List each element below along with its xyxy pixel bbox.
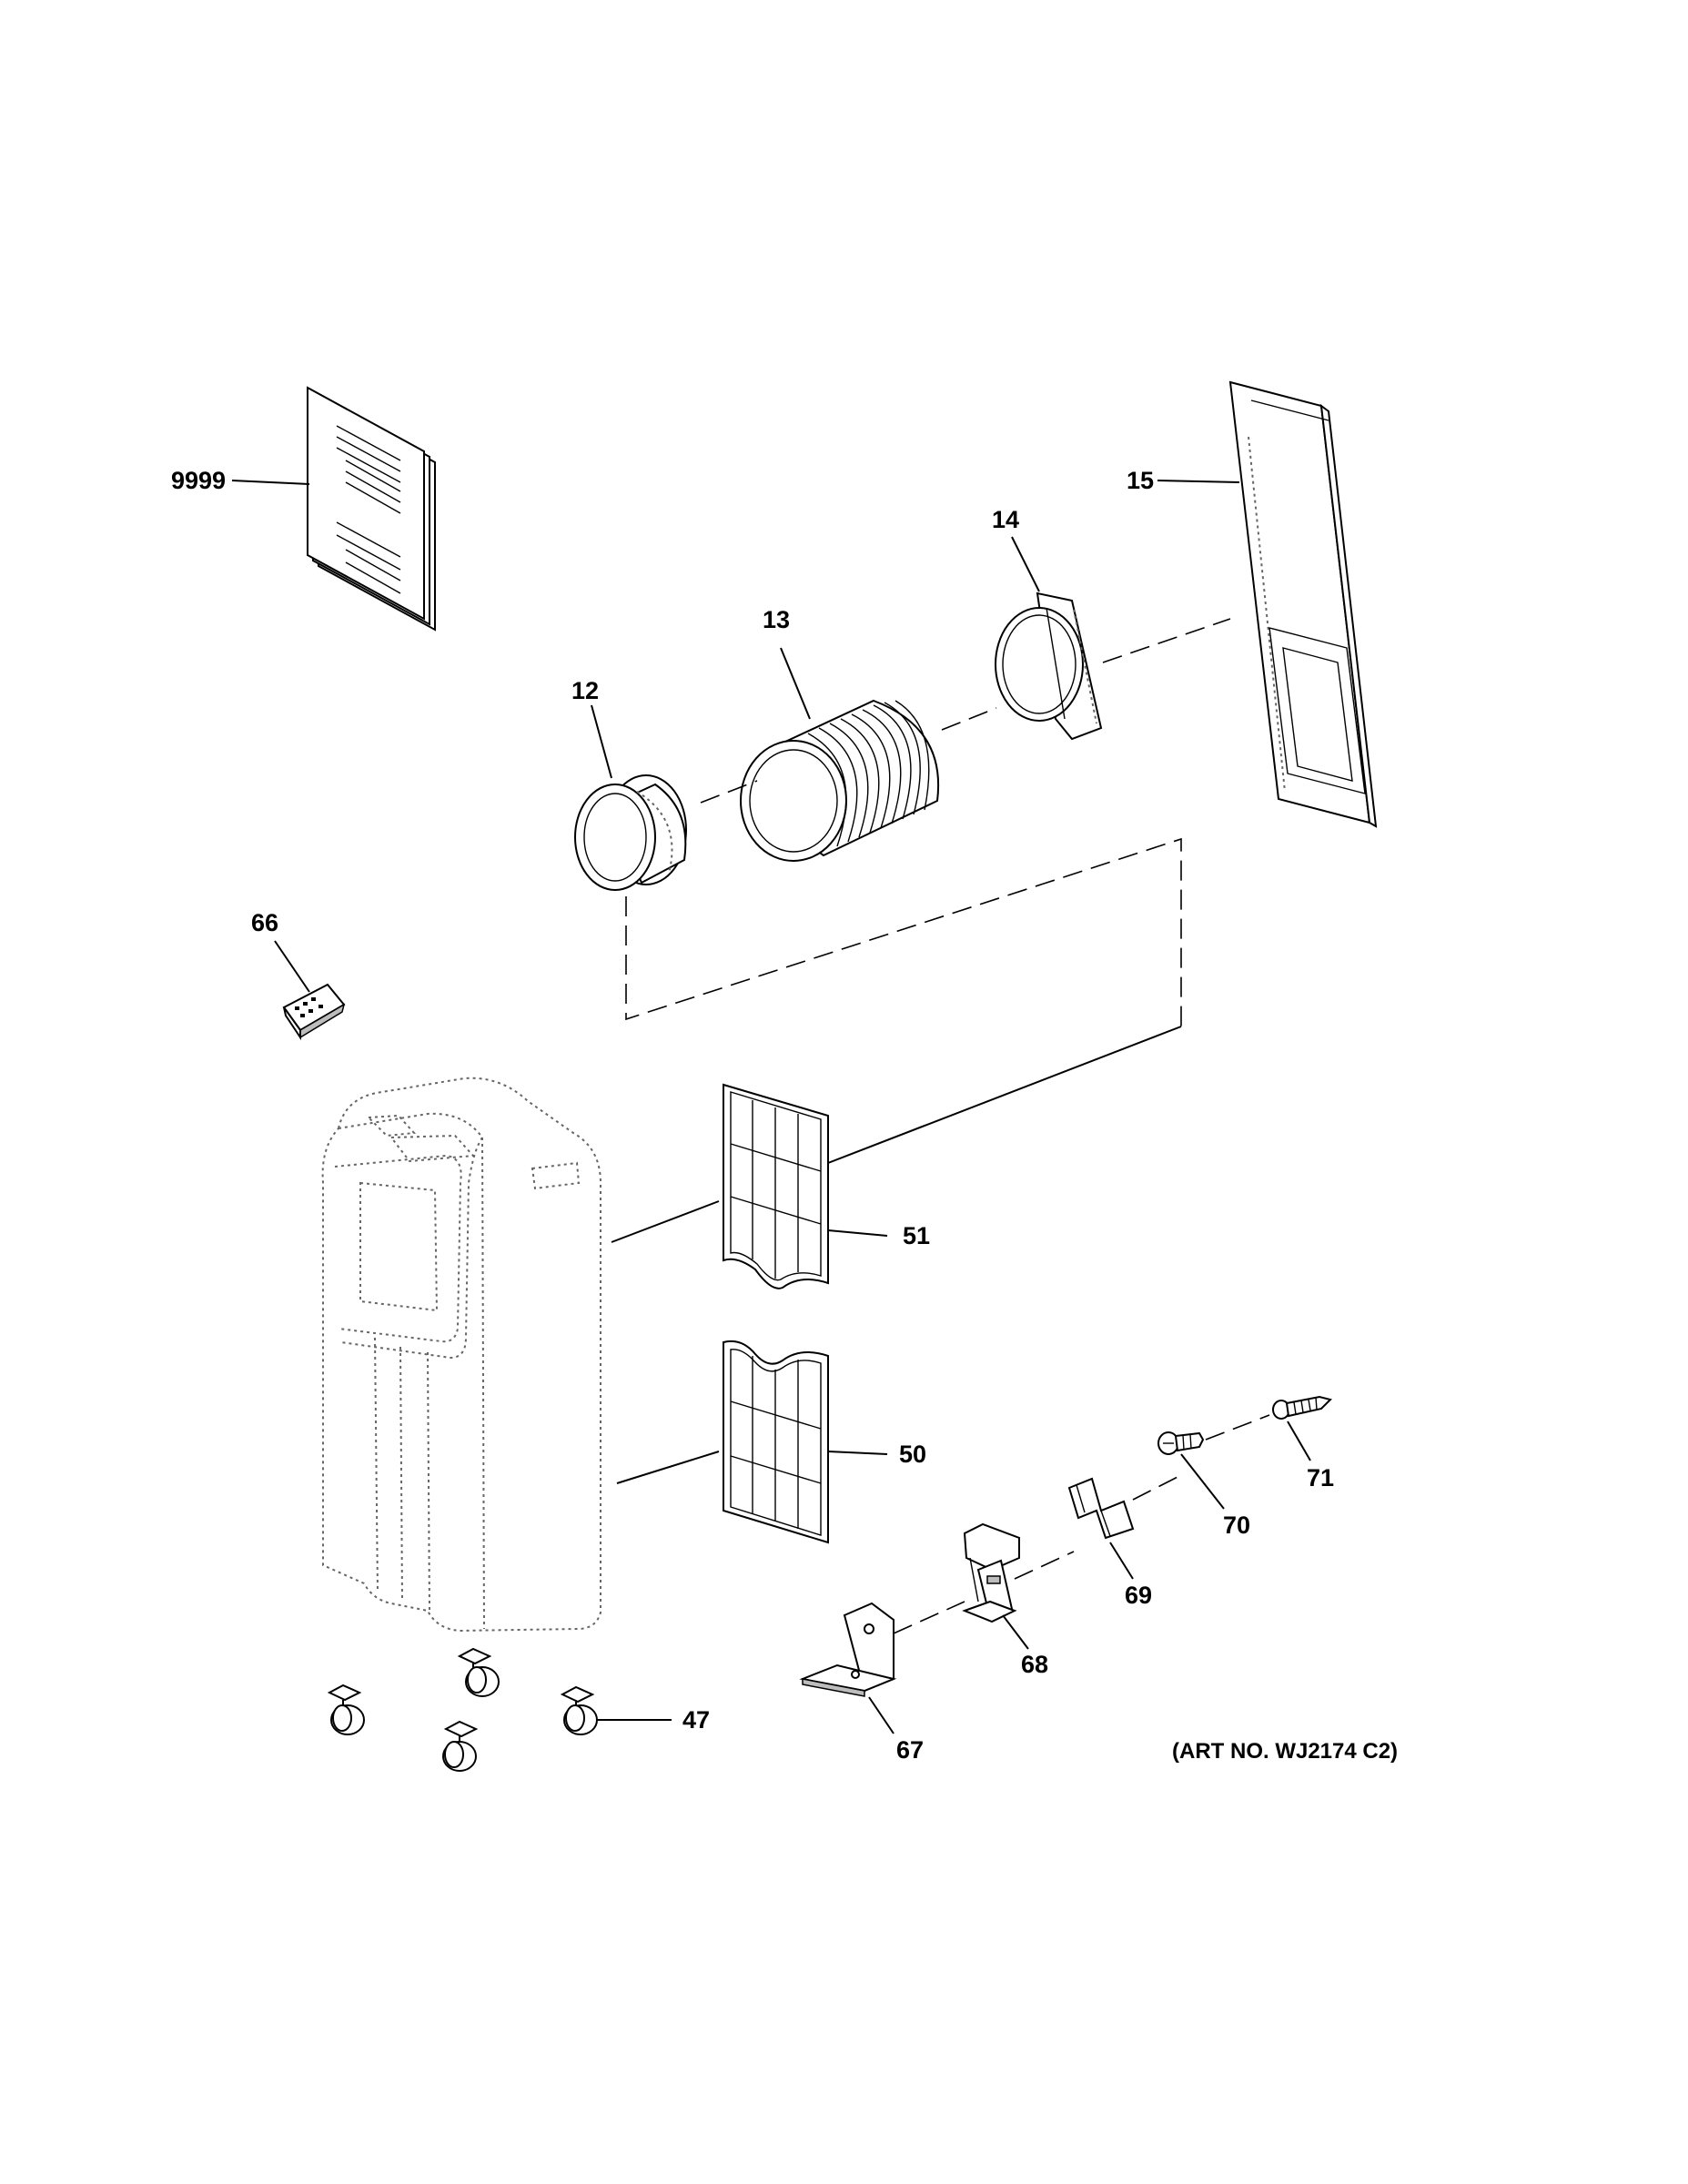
manual-icon bbox=[307, 386, 436, 632]
art-number: (ART NO. WJ2174 C2) bbox=[1172, 1739, 1398, 1764]
screw-icon bbox=[1157, 1431, 1205, 1455]
callout-9999: 9999 bbox=[171, 467, 226, 494]
air-filter-lower-icon bbox=[723, 1340, 829, 1544]
bracket-icon bbox=[799, 1602, 897, 1697]
caster-icon bbox=[442, 1720, 479, 1772]
window-panel-icon bbox=[1228, 380, 1378, 828]
air-filter-upper-icon bbox=[723, 1083, 829, 1289]
callout-12: 12 bbox=[571, 677, 599, 704]
callout-70: 70 bbox=[1223, 1512, 1250, 1539]
callout-51: 51 bbox=[903, 1222, 930, 1249]
hose-connector-icon bbox=[574, 774, 687, 891]
caster-icon bbox=[327, 1684, 365, 1735]
callout-50: 50 bbox=[899, 1441, 926, 1468]
remote-control-icon bbox=[282, 983, 346, 1041]
exhaust-hose-icon bbox=[740, 699, 940, 862]
callout-66: 66 bbox=[251, 909, 278, 936]
callout-69: 69 bbox=[1125, 1582, 1152, 1609]
callout-47: 47 bbox=[682, 1706, 710, 1734]
caster-icon bbox=[560, 1685, 598, 1735]
callout-68: 68 bbox=[1021, 1651, 1048, 1678]
caster-icon bbox=[457, 1647, 500, 1697]
callout-13: 13 bbox=[763, 606, 790, 633]
clip-icon bbox=[1067, 1477, 1135, 1540]
callout-15: 15 bbox=[1127, 467, 1154, 494]
callout-67: 67 bbox=[896, 1736, 924, 1764]
unit-cabinet-icon bbox=[321, 1077, 601, 1633]
screw-icon bbox=[1272, 1395, 1332, 1420]
bracket-icon bbox=[962, 1522, 1020, 1623]
window-adapter-icon bbox=[995, 592, 1103, 741]
callout-71: 71 bbox=[1307, 1464, 1334, 1491]
callout-14: 14 bbox=[992, 506, 1019, 533]
